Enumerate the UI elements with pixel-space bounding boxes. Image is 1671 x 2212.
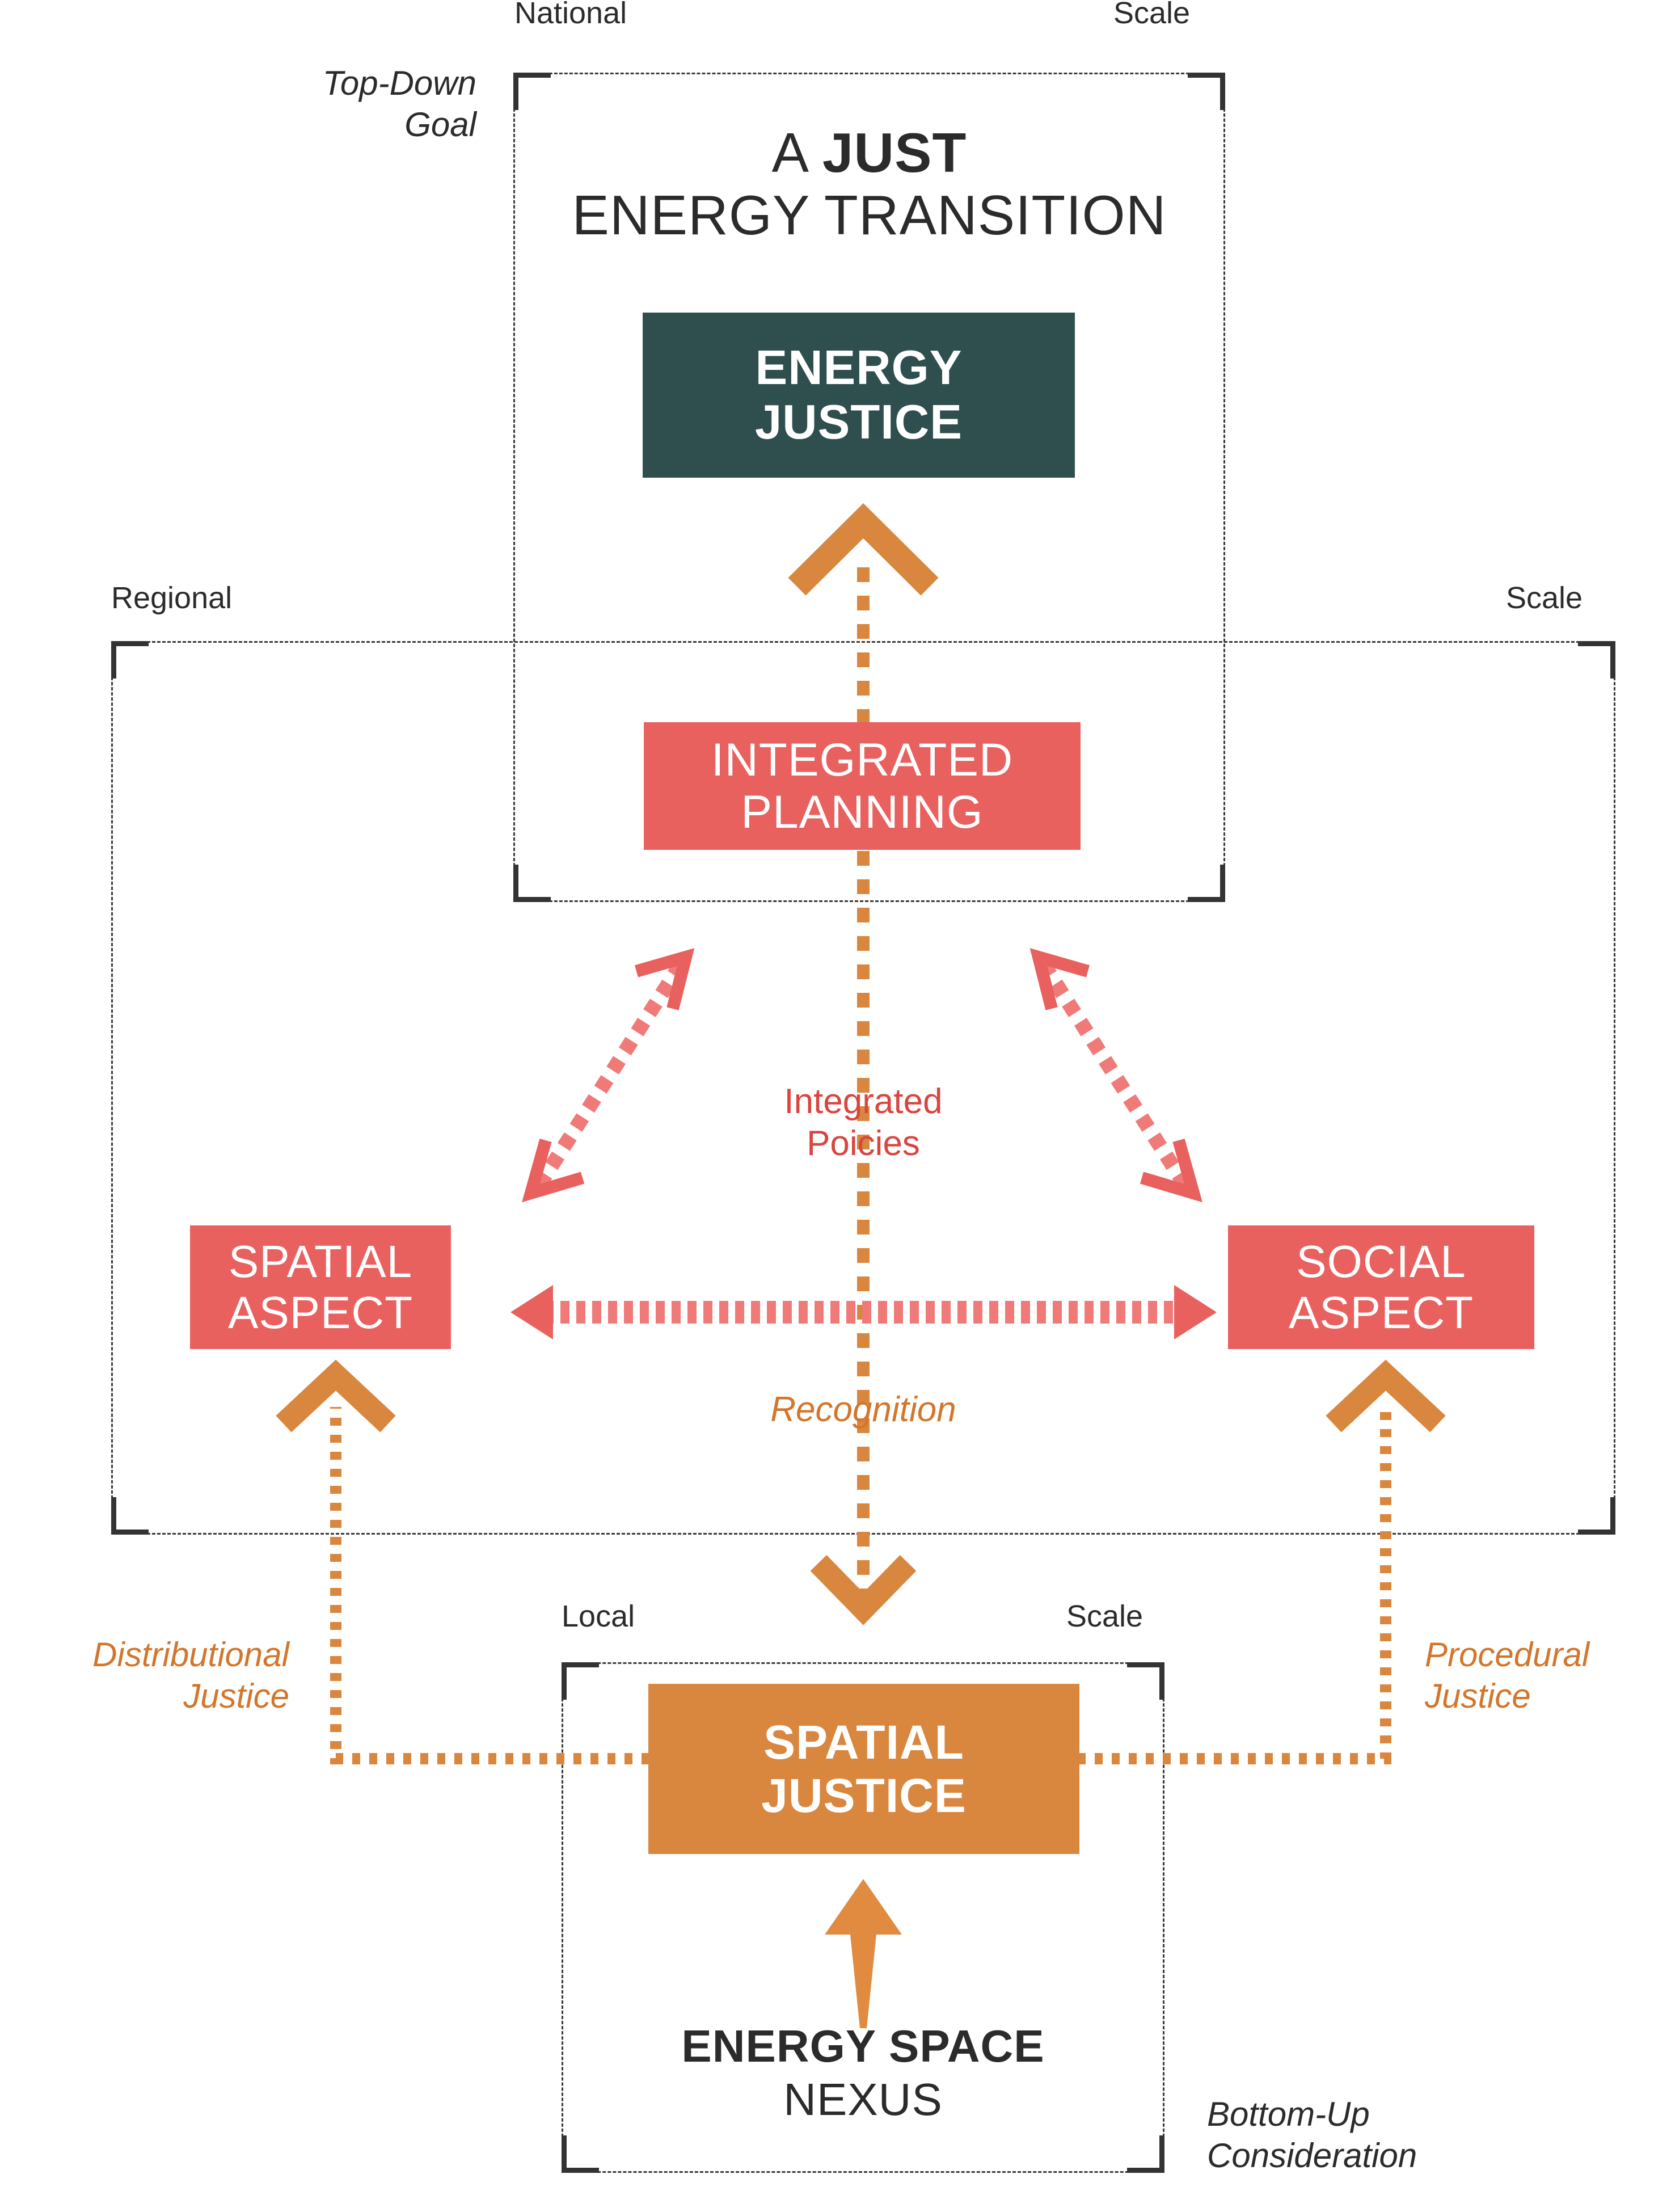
page-title: A JUST ENERGY TRANSITION	[513, 121, 1225, 247]
local-scale-label: Scale	[1066, 1599, 1143, 1633]
procedural-justice-line1: Procedural	[1425, 1636, 1590, 1674]
node-social-aspect[interactable]: SOCIAL ASPECT	[1228, 1225, 1534, 1349]
local-frame-corner-br	[1127, 2135, 1164, 2173]
integrated-policies-line1: Integrated	[784, 1082, 943, 1121]
local-scale-frame	[562, 1662, 1164, 2173]
title-line-1: A JUST	[513, 121, 1225, 184]
spatial-justice-line1: SPATIAL	[763, 1715, 964, 1769]
arrowhead-down-spatial-justice	[810, 1555, 917, 1625]
title-prefix: A	[771, 121, 822, 184]
regional-level-label: Regional	[111, 581, 233, 615]
spatial-aspect-line1: SPATIAL	[228, 1236, 413, 1287]
energy-justice-line1: ENERGY	[755, 341, 963, 395]
national-frame-corner-bl	[513, 865, 551, 902]
integrated-policies-line2: Poicies	[807, 1124, 920, 1164]
national-scale-label: Scale	[1113, 0, 1191, 30]
regional-frame-corner-bl	[111, 1497, 149, 1535]
integrated-policies-label: Integrated Poicies	[670, 1081, 1056, 1165]
local-frame-corner-tr	[1127, 1662, 1164, 1700]
national-frame-corner-br	[1188, 865, 1225, 902]
procedural-justice-note: Procedural Justice	[1425, 1634, 1671, 1717]
social-aspect-line2: ASPECT	[1288, 1287, 1474, 1338]
national-frame-corner-tr	[1188, 73, 1225, 110]
local-frame-corner-tl	[562, 1662, 599, 1700]
bottom-up-line2: Consideration	[1207, 2137, 1417, 2175]
node-energy-justice[interactable]: ENERGY JUSTICE	[643, 313, 1075, 478]
nexus-line1: ENERGY SPACE	[681, 2021, 1045, 2071]
distributional-justice-note: Distributional Justice	[0, 1634, 289, 1717]
regional-frame-corner-tl	[111, 641, 149, 679]
regional-frame-corner-br	[1578, 1497, 1615, 1535]
integrated-planning-line1: INTEGRATED	[711, 734, 1014, 786]
title-bold-word: JUST	[822, 121, 967, 184]
node-spatial-aspect[interactable]: SPATIAL ASPECT	[190, 1225, 451, 1349]
top-down-goal-line2: Goal	[404, 106, 476, 144]
distributional-justice-line1: Distributional	[92, 1636, 289, 1674]
regional-frame-corner-tr	[1578, 641, 1615, 679]
title-line-2: ENERGY TRANSITION	[572, 183, 1167, 246]
integrated-planning-line2: PLANNING	[741, 786, 984, 838]
national-level-label: National	[514, 0, 627, 30]
distributional-justice-line2: Justice	[183, 1677, 289, 1716]
social-aspect-line1: SOCIAL	[1296, 1236, 1466, 1287]
regional-scale-label: Scale	[1506, 581, 1583, 615]
bottom-up-consideration-note: Bottom-Up Consideration	[1207, 2093, 1604, 2176]
nexus-line2: NEXUS	[783, 2074, 943, 2125]
energy-space-nexus: ENERGY SPACE NEXUS	[562, 2020, 1164, 2127]
bottom-up-line1: Bottom-Up	[1207, 2095, 1370, 2133]
node-spatial-justice[interactable]: SPATIAL JUSTICE	[648, 1684, 1079, 1854]
spatial-justice-line2: JUSTICE	[761, 1769, 967, 1822]
node-integrated-planning[interactable]: INTEGRATED PLANNING	[644, 722, 1081, 850]
top-down-goal-note: Top-Down Goal	[147, 62, 476, 145]
procedural-justice-line2: Justice	[1425, 1677, 1531, 1716]
top-down-goal-line1: Top-Down	[322, 64, 476, 102]
local-level-label: Local	[562, 1599, 635, 1633]
recognition-label: Recognition	[770, 1390, 956, 1429]
energy-justice-line2: JUSTICE	[755, 395, 963, 449]
national-frame-corner-tl	[513, 73, 551, 110]
spatial-aspect-line2: ASPECT	[227, 1287, 413, 1338]
local-frame-corner-bl	[562, 2135, 599, 2173]
